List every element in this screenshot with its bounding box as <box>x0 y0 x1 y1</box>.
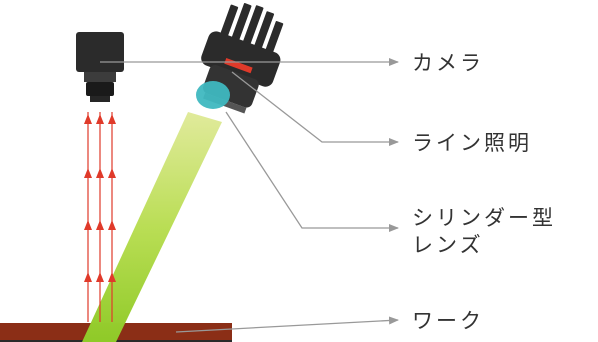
leader-cylinder-lens <box>225 111 399 232</box>
leader-lines <box>100 58 399 333</box>
leader-work <box>175 316 399 333</box>
reflected-rays <box>87 112 113 322</box>
label-cylinder-lens-line1: シリンダー型 <box>412 206 556 230</box>
label-line-light: ライン照明 <box>412 131 532 155</box>
camera-icon <box>76 32 124 102</box>
ray-arrow-marks <box>84 114 116 282</box>
label-work: ワーク <box>412 309 484 333</box>
cylinder-lens-icon <box>196 81 230 109</box>
leader-line-light <box>231 71 399 146</box>
label-cylinder-lens-line2: レンズ <box>412 233 484 257</box>
label-camera: カメラ <box>412 51 484 75</box>
illumination-beam <box>82 112 222 342</box>
